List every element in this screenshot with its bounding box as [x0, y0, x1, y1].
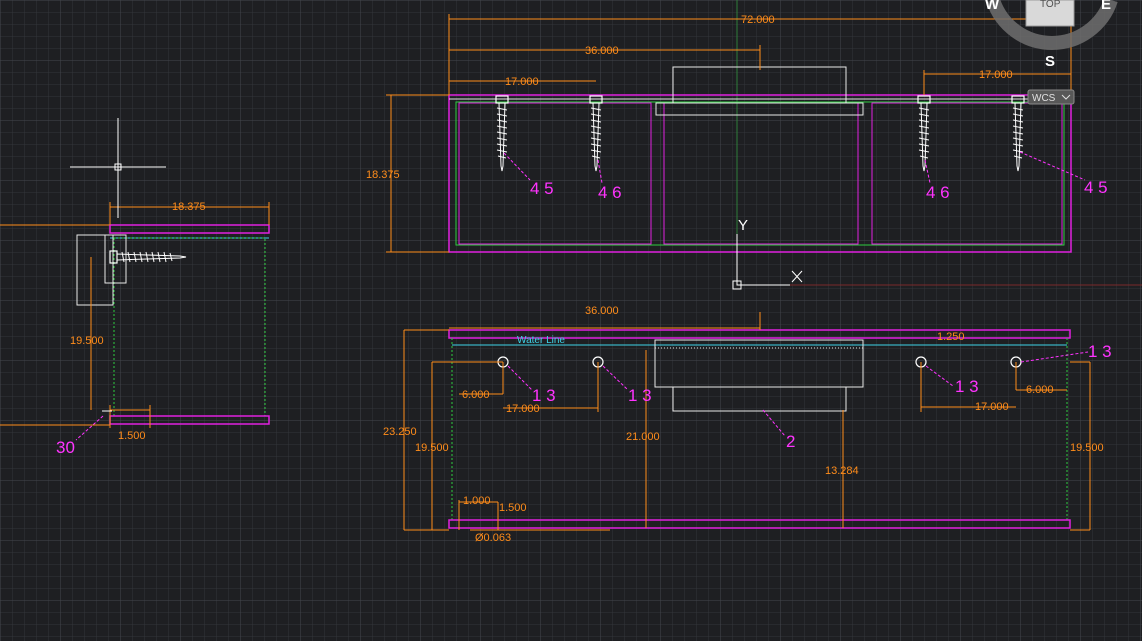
viewcube[interactable]: TOP W E S WCS	[985, 0, 1118, 105]
front-view: Water Line 36.000 1.250 6.000 17.000 17.…	[383, 305, 1112, 544]
side-dim-bottom-offset[interactable]: 1.500	[118, 430, 146, 442]
top-view-inner-outline[interactable]	[455, 101, 1065, 246]
top-view: 72.000 36.000 17.000 17.000 18.375 4 5 4…	[366, 14, 1108, 253]
dim-overall-width[interactable]: 72.000	[741, 14, 775, 26]
callout-bubble-13-a[interactable]: 1 3	[532, 386, 556, 405]
viewcube-east-label[interactable]: E	[1101, 0, 1111, 13]
side-view-bracket-inner[interactable]	[104, 234, 127, 284]
callout-bubble-13-c[interactable]: 1 3	[955, 377, 979, 396]
front-dim-bottom-a[interactable]: 1.000	[463, 495, 491, 507]
front-dim-inner-height-right[interactable]: 19.500	[1070, 442, 1104, 454]
front-dim-center-depth[interactable]: 21.000	[626, 431, 660, 443]
front-dim-inner-height-left[interactable]: 19.500	[415, 442, 449, 454]
screw-icon[interactable]	[589, 95, 603, 172]
crosshair-cursor-icon	[70, 118, 166, 218]
viewcube-south-label[interactable]: S	[1045, 53, 1055, 70]
callout-bubble-45-left[interactable]: 4 5	[530, 179, 554, 198]
front-dim-left-spacing[interactable]: 17.000	[506, 403, 540, 415]
side-dim-depth[interactable]: 18.375	[172, 201, 206, 213]
dim-right-screw-offset[interactable]: 17.000	[979, 69, 1013, 81]
viewcube-west-label[interactable]: W	[985, 0, 1000, 13]
callout-bubble-30[interactable]: 30	[56, 438, 75, 457]
front-dim-diameter[interactable]: Ø0.063	[475, 532, 511, 544]
callout-bubble-13-b[interactable]: 1 3	[628, 386, 652, 405]
callout-bubble-13-d[interactable]: 1 3	[1088, 342, 1112, 361]
front-dim-left-fitting-offset[interactable]: 6.000	[462, 389, 490, 401]
callout-bubble-2[interactable]: 2	[786, 432, 795, 451]
side-view-top-rim[interactable]	[109, 224, 270, 234]
dim-left-screw-offset[interactable]: 17.000	[505, 76, 539, 88]
screw-icon[interactable]	[109, 250, 187, 264]
top-view-overflow-slot[interactable]	[655, 102, 864, 116]
screw-icon[interactable]	[917, 95, 931, 172]
callout-bubble-46-left[interactable]: 4 6	[598, 183, 622, 202]
wcs-menu-button[interactable]	[1027, 89, 1075, 105]
front-dim-overall-height[interactable]: 23.250	[383, 426, 417, 438]
dim-depth[interactable]: 18.375	[366, 169, 400, 181]
ucs-y-label: Y	[738, 217, 748, 234]
callout-bubble-45-right[interactable]: 4 5	[1084, 178, 1108, 197]
front-view-bottom-rim[interactable]	[448, 519, 1071, 529]
wcs-menu-label: WCS	[1032, 93, 1056, 104]
screw-icon[interactable]	[1011, 95, 1025, 172]
front-dim-right-spacing[interactable]: 17.000	[975, 401, 1009, 413]
top-view-left-basin[interactable]	[458, 102, 652, 245]
wcs-dropdown-chevron-icon	[1061, 94, 1071, 100]
front-dim-half-width[interactable]: 36.000	[585, 305, 619, 317]
ucs-icon	[732, 234, 803, 290]
front-dim-bottom-b[interactable]: 1.500	[499, 502, 527, 514]
side-view-bracket[interactable]	[76, 234, 114, 306]
side-dim-height[interactable]: 19.500	[70, 335, 104, 347]
front-dim-right-fitting-offset[interactable]: 6.000	[1026, 384, 1054, 396]
top-view-right-basin[interactable]	[871, 102, 1063, 245]
callout-bubble-46-right[interactable]: 4 6	[926, 183, 950, 202]
front-view-overflow-box[interactable]	[672, 386, 847, 412]
water-line-label[interactable]: Water Line	[517, 335, 565, 346]
viewcube-top-label: TOP	[1040, 0, 1061, 10]
side-view: 18.375 19.500 1.500 30	[0, 118, 270, 457]
front-dim-center-height[interactable]: 13.284	[825, 465, 859, 477]
dim-half-width[interactable]: 36.000	[585, 45, 619, 57]
front-dim-rim[interactable]: 1.250	[937, 331, 965, 343]
viewcube-compass-ring[interactable]	[986, 0, 1118, 50]
viewcube-top-face[interactable]	[1025, 0, 1075, 27]
screw-icon[interactable]	[495, 95, 509, 172]
